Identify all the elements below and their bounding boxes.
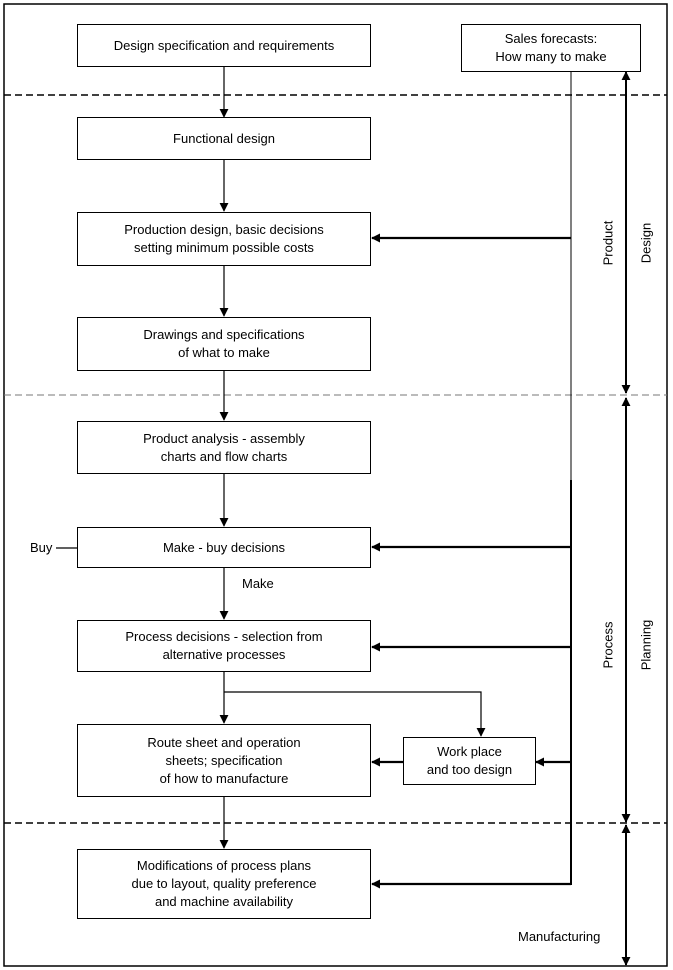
make-label: Make bbox=[242, 576, 274, 591]
process-label: Process bbox=[600, 621, 616, 669]
process-decisions-box: Process decisions - selection from alter… bbox=[77, 620, 371, 672]
planning-label: Planning bbox=[638, 619, 654, 671]
design-label: Design bbox=[638, 222, 654, 264]
arrow-process-to-workplace bbox=[224, 691, 486, 737]
drawings-box: Drawings and specifications of what to m… bbox=[77, 317, 371, 371]
sales-forecasts-box: Sales forecasts: How many to make bbox=[461, 24, 641, 72]
route-sheet-box: Route sheet and operation sheets; specif… bbox=[77, 724, 371, 797]
design-spec-box: Design specification and requirements bbox=[77, 24, 371, 67]
manufacturing-label: Manufacturing bbox=[518, 929, 601, 944]
production-design-box: Production design, basic decisions setti… bbox=[77, 212, 371, 266]
outer-frame bbox=[3, 3, 668, 967]
work-place-box: Work place and too design bbox=[403, 737, 536, 785]
buy-label: Buy bbox=[30, 540, 53, 555]
functional-design-box: Functional design bbox=[77, 117, 371, 160]
make-buy-box: Make - buy decisions bbox=[77, 527, 371, 568]
product-label: Product bbox=[600, 220, 616, 266]
product-analysis-box: Product analysis - assembly charts and f… bbox=[77, 421, 371, 474]
modifications-box: Modifications of process plans due to la… bbox=[77, 849, 371, 919]
